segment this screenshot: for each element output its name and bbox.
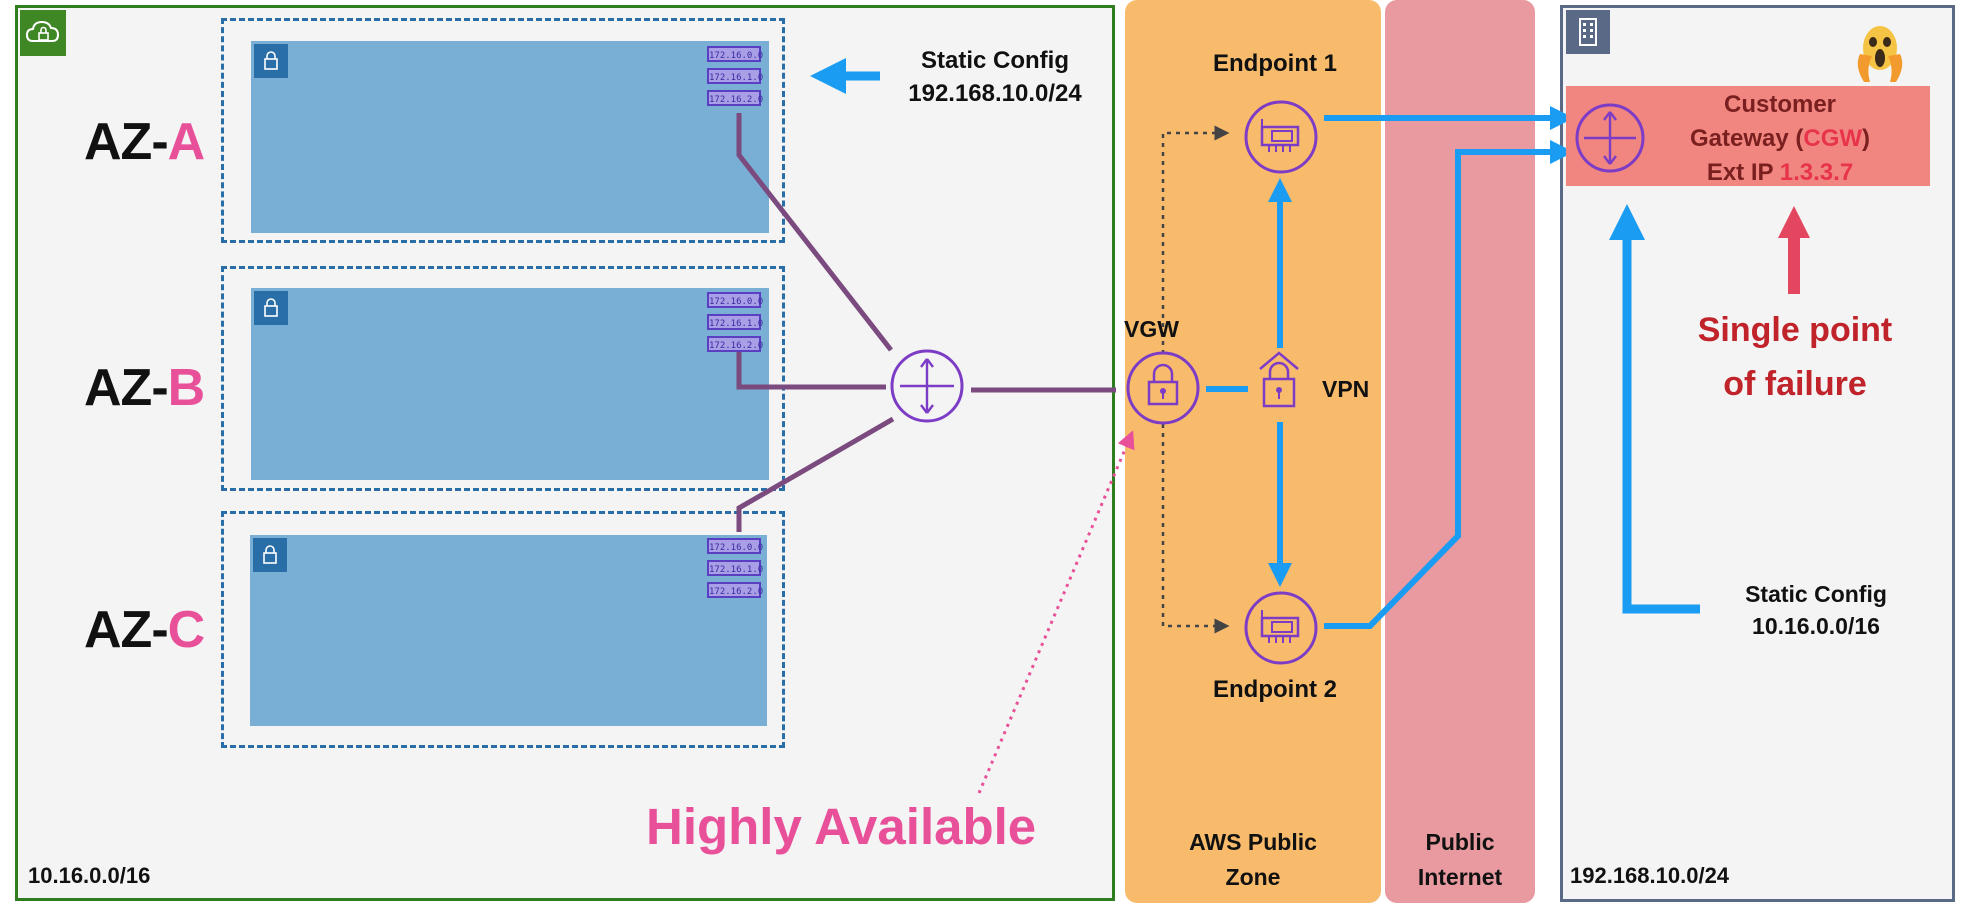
cgw-line2: Gateway (CGW): [1689, 125, 1871, 152]
scream-emoji-icon: [1857, 26, 1903, 82]
route-table-az-b: 172.16.0.0 172.16.1.0 172.16.2.0: [707, 292, 763, 368]
route-table-az-a: 172.16.0.0 172.16.1.0 172.16.2.0: [707, 46, 763, 122]
route-entry: 172.16.2.0: [707, 336, 763, 352]
static-config-left-title: Static Config: [921, 47, 1069, 74]
route-line-c: [736, 416, 895, 532]
subnet-lock-icon: [254, 44, 288, 78]
customer-gateway-label: Customer Gateway (CGW) Ext IP 1.3.3.7: [1630, 88, 1930, 190]
building-icon: [1566, 10, 1610, 54]
route-entry: 172.16.0.0: [707, 538, 763, 554]
spof-line2: of failure: [1723, 365, 1867, 403]
vgw-endpoint2-dotted: [1161, 424, 1230, 634]
route-entry: 172.16.2.0: [707, 90, 763, 106]
static-config-right-cidr: 10.16.0.0/16: [1752, 613, 1880, 639]
endpoint2-icon: [1244, 591, 1318, 665]
static-config-right-arrow: [1609, 204, 1700, 614]
subnet-lock-icon: [254, 291, 288, 325]
vpn-label: VPN: [1322, 376, 1370, 402]
aws-public-zone-line2: Zone: [1225, 864, 1281, 890]
onprem-cidr-label: 192.168.10.0/24: [1570, 863, 1730, 888]
route-entry: 172.16.1.0: [707, 68, 763, 84]
subnet-lock-icon: [253, 538, 287, 572]
endpoint2-to-cgw-arrow: [1324, 140, 1574, 629]
static-config-left-cidr: 192.168.10.0/24: [908, 80, 1082, 107]
customer-gateway-box: [1566, 86, 1930, 186]
cloud-lock-icon: [20, 10, 66, 56]
route-line-a: [736, 113, 893, 352]
subnet-az-c-body: [250, 535, 767, 726]
route-entry: 172.16.0.0: [707, 46, 763, 62]
vpn-icon: [1259, 351, 1299, 408]
customer-gateway-router-icon: [1575, 103, 1645, 173]
route-entry: 172.16.1.0: [707, 314, 763, 330]
vpc-router-icon: [890, 349, 964, 423]
aws-public-zone-label: AWS Public Zone: [1145, 825, 1361, 895]
public-internet-line2: Internet: [1417, 864, 1503, 890]
subnet-az-a-body: [251, 41, 769, 233]
cgw-line1: Customer: [1723, 91, 1837, 118]
aws-public-zone-line1: AWS Public: [1189, 829, 1317, 855]
vgw-icon: [1126, 351, 1200, 425]
spof-line1: Single point: [1697, 311, 1893, 349]
aws-public-zone: [1125, 0, 1381, 903]
route-entry: 172.16.0.0: [707, 292, 763, 308]
az-a-label: AZ-A: [84, 113, 205, 171]
subnet-az-a: [221, 18, 785, 243]
public-internet-line1: Public: [1425, 829, 1495, 855]
highly-available-pointer: [977, 430, 1135, 794]
route-line-b: [736, 352, 886, 390]
cgw-line3: Ext IP 1.3.3.7: [1706, 159, 1854, 186]
static-config-right-title: Static Config: [1745, 581, 1887, 607]
endpoint2-label: Endpoint 2: [1213, 676, 1337, 703]
route-entry: 172.16.2.0: [707, 582, 763, 598]
vgw-label: VGW: [1124, 316, 1179, 342]
highly-available-label: Highly Available: [646, 798, 1037, 855]
vpc-cidr-label: 10.16.0.0/16: [28, 863, 151, 888]
endpoint1-label: Endpoint 1: [1213, 50, 1337, 77]
vgw-endpoint1-dotted: [1161, 125, 1230, 354]
subnet-az-c: [221, 511, 785, 748]
route-entry: 172.16.1.0: [707, 560, 763, 576]
static-config-right-label: Static Config 10.16.0.0/16: [1716, 578, 1916, 642]
endpoint1-icon: [1244, 100, 1318, 174]
single-point-of-failure-label: Single point of failure: [1660, 303, 1930, 411]
spof-arrow: [1778, 206, 1810, 294]
public-internet-label: Public Internet: [1390, 825, 1530, 895]
az-b-label: AZ-B: [84, 359, 205, 417]
subnet-az-b-body: [251, 288, 769, 480]
subnet-az-b: [221, 266, 785, 491]
az-c-label: AZ-C: [84, 601, 205, 659]
static-config-left-label: Static Config 192.168.10.0/24: [880, 44, 1110, 110]
route-table-az-c: 172.16.0.0 172.16.1.0 172.16.2.0: [707, 538, 763, 614]
